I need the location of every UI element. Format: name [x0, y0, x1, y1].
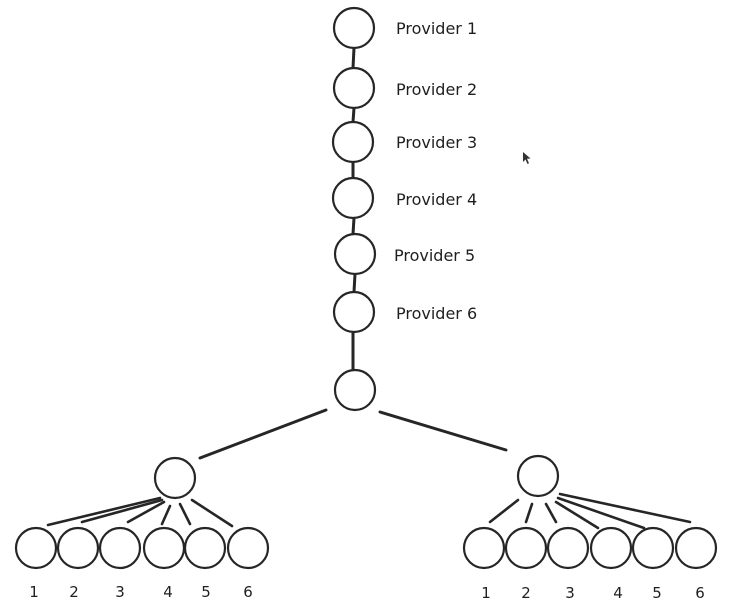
left-leaf-node-4: [142, 526, 186, 570]
left-leaf-label-1: 1: [29, 583, 39, 601]
provider-label-6: Provider 6: [396, 304, 477, 323]
left-edge-5: [178, 502, 192, 526]
chain-edge-5-6: [352, 272, 357, 294]
provider-label-1: Provider 1: [396, 19, 477, 38]
left-leaf-label-3: 3: [115, 583, 125, 601]
left-edge-4: [160, 504, 172, 526]
chain-edge-2-3: [351, 106, 356, 124]
left-leaf-label-4: 4: [163, 583, 173, 601]
right-edge-6: [558, 492, 692, 524]
left-edge-2: [80, 498, 164, 524]
left-leaf-label-5: 5: [201, 583, 211, 601]
subtree-roots: [153, 454, 560, 500]
right-leaf-node-4: [589, 526, 633, 570]
right-edge-1: [488, 498, 520, 524]
right-leaf-node-2: [504, 526, 548, 570]
provider-label-3: Provider 3: [396, 133, 477, 152]
left-leaf-label-6: 6: [243, 583, 253, 601]
chain-edges: [351, 46, 357, 372]
left-leaf-node-1: [14, 526, 58, 570]
right-edge-5: [556, 496, 646, 530]
right-leaf-label-1: 1: [481, 584, 491, 602]
root-node: [333, 368, 377, 412]
provider-node-4: [331, 176, 375, 220]
left-leaves: 1 2 3 4 5 6: [14, 526, 270, 601]
root-to-right-edge: [378, 410, 508, 452]
mouse-cursor-icon: [523, 152, 531, 164]
right-leaf-node-3: [546, 526, 590, 570]
provider-node-1: [332, 6, 376, 50]
right-leaf-node-1: [462, 526, 506, 570]
right-leaf-label-4: 4: [613, 584, 623, 602]
right-subtree-node: [516, 454, 560, 498]
branch-edges: [198, 408, 508, 460]
left-subtree-node: [153, 456, 197, 500]
right-leaf-node-5: [631, 526, 675, 570]
left-edge-6: [190, 498, 234, 528]
right-leaf-label-5: 5: [652, 584, 662, 602]
provider-label-2: Provider 2: [396, 80, 477, 99]
right-edge-4: [554, 500, 600, 530]
provider-node-6: [332, 290, 376, 334]
chain-edge-1-2: [351, 46, 356, 70]
chain-nodes: [331, 6, 377, 412]
left-leaf-node-6: [226, 526, 270, 570]
provider-label-4: Provider 4: [396, 190, 477, 209]
right-edge-2: [524, 502, 534, 524]
provider-labels: Provider 1 Provider 2 Provider 3 Provide…: [394, 19, 477, 323]
right-leaves: 1 2 3 4 5 6: [462, 526, 718, 602]
right-leaf-label-2: 2: [521, 584, 531, 602]
left-tree-edges: [46, 496, 234, 528]
left-leaf-node-2: [56, 526, 100, 570]
provider-node-5: [333, 232, 377, 276]
left-leaf-node-3: [98, 526, 142, 570]
right-leaf-node-6: [674, 526, 718, 570]
right-tree-edges: [488, 492, 692, 530]
left-leaf-node-5: [183, 526, 227, 570]
provider-label-5: Provider 5: [394, 246, 475, 265]
root-to-left-edge: [198, 408, 328, 460]
left-edge-1: [46, 496, 162, 527]
right-leaf-label-3: 3: [565, 584, 575, 602]
chain-edge-4-5: [351, 216, 356, 236]
left-leaf-label-2: 2: [69, 583, 79, 601]
left-edge-3: [126, 500, 166, 524]
right-leaf-label-6: 6: [695, 584, 705, 602]
provider-node-2: [332, 66, 376, 110]
right-edge-3: [544, 502, 558, 524]
provider-node-3: [331, 120, 375, 164]
